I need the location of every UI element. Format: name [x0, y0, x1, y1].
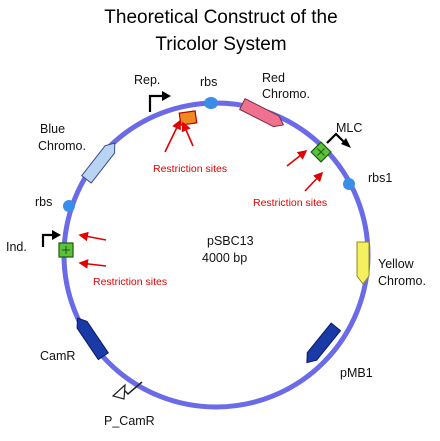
restriction-arrow-right-2	[304, 171, 324, 192]
camr-gene	[76, 317, 109, 361]
rep-promoter-box	[178, 110, 198, 126]
rbs1-marker	[343, 178, 355, 190]
yellow-chromo-label-line-2: Chromo.	[378, 274, 426, 288]
p-camr-label: P_CamR	[104, 414, 155, 428]
p-camr-promoter-icon	[111, 381, 143, 400]
title-line-1: Theoretical Construct of the	[104, 7, 337, 28]
red-chromo-label-line-1: Red	[262, 71, 285, 85]
restriction-arrow-top-2	[181, 121, 194, 147]
blue-chromo-gene	[81, 142, 116, 184]
yellow-chromo-gene	[356, 241, 370, 285]
mlc-label: MLC	[336, 121, 362, 135]
blue-chromo-label-line-2: Chromo.	[38, 139, 86, 153]
pmb1-origin	[306, 322, 342, 364]
yellow-chromo-label-line-1: Yellow	[378, 257, 415, 271]
restriction-arrow-top-1	[164, 119, 181, 153]
rbs-top-marker	[204, 97, 218, 109]
rbs-top-label: rbs	[200, 75, 217, 89]
red-chromo-gene	[239, 97, 285, 128]
rep-label: Rep.	[134, 73, 160, 87]
title-line-2: Tricolor System	[155, 34, 286, 55]
restriction-arrow-left-1	[78, 231, 107, 242]
rep-promoter-arrow-icon	[148, 91, 171, 112]
blue-chromo-label-line-1: Blue	[40, 122, 65, 136]
plasmid-size: 4000 bp	[202, 251, 247, 265]
mlc-promoter-arrow-icon	[326, 132, 351, 148]
mlc-promoter-box	[310, 141, 332, 163]
pmb1-label: pMB1	[340, 366, 373, 380]
ind-promoter-arrow-icon	[41, 230, 61, 247]
restriction-sites-right-label: Restriction sites	[253, 197, 327, 209]
ind-promoter-box	[58, 242, 74, 258]
restriction-arrow-left-2	[78, 259, 107, 269]
restriction-sites-left-label: Restriction sites	[93, 276, 167, 288]
ind-label: Ind.	[6, 240, 27, 254]
rbs1-label: rbs1	[368, 171, 392, 185]
restriction-sites-top-label: Restriction sites	[153, 163, 227, 175]
plasmid-name: pSBC13	[207, 234, 254, 248]
camr-label: CamR	[40, 349, 75, 363]
restriction-arrow-right-1	[286, 150, 308, 167]
rbs-left-marker	[63, 200, 75, 212]
rbs-left-label: rbs	[35, 195, 52, 209]
red-chromo-label-line-2: Chromo.	[262, 87, 310, 101]
